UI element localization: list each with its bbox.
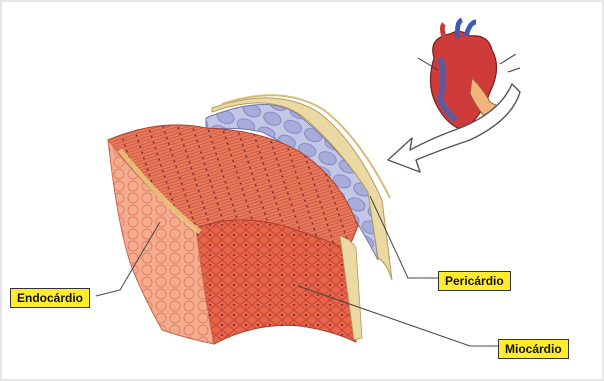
label-pericardio: Pericárdio xyxy=(438,271,511,291)
label-endocardio: Endocárdio xyxy=(10,288,90,308)
label-miocardio: Miocárdio xyxy=(498,339,569,359)
